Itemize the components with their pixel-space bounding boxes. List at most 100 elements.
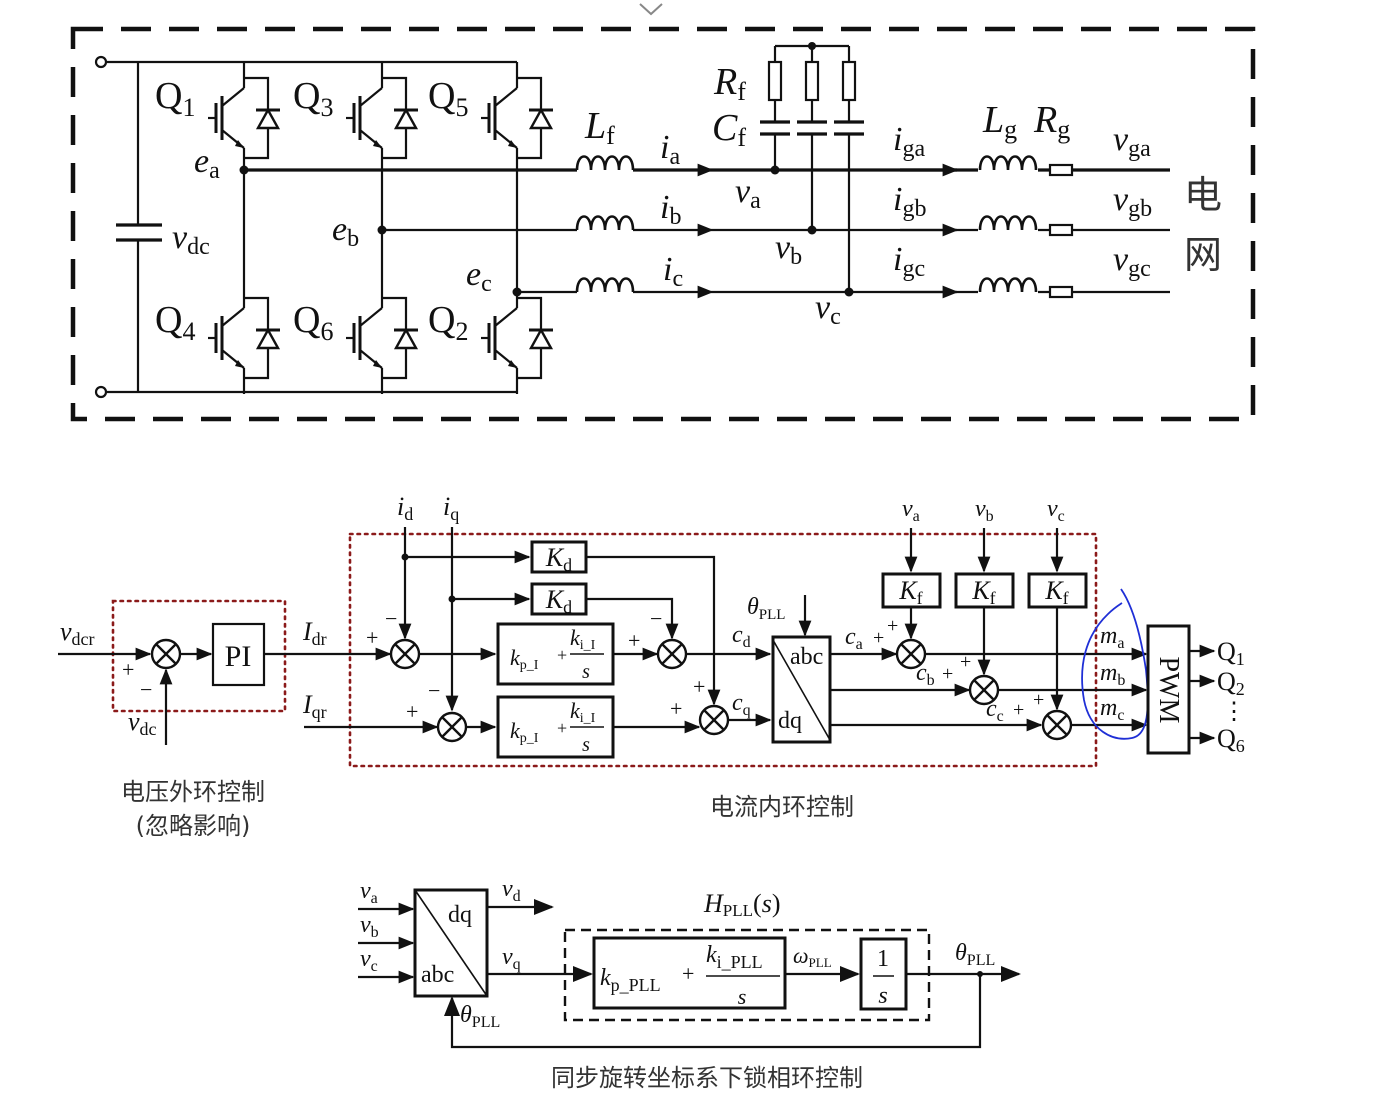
grid-label-1: 电 bbox=[1184, 173, 1222, 217]
leg-c bbox=[479, 60, 555, 396]
pwm-output-ellipsis: ⋮ bbox=[1222, 699, 1246, 725]
inductor-lf-a bbox=[575, 155, 635, 172]
iqr-label: Iqr bbox=[302, 690, 327, 722]
ea-label: ea bbox=[194, 143, 220, 184]
eb-label: eb bbox=[332, 211, 359, 252]
svg-text:kp_I: kp_I bbox=[510, 645, 539, 673]
ca-label: ca bbox=[845, 624, 863, 653]
rc-branch-b bbox=[797, 46, 827, 235]
svg-text:+: + bbox=[1033, 689, 1044, 711]
rf-label: Rf bbox=[713, 61, 746, 106]
pll-pi-controller-block bbox=[592, 936, 787, 1010]
theta-pll-feedback-label: θPLL bbox=[460, 1002, 500, 1031]
svg-text:Kd: Kd bbox=[545, 585, 572, 617]
pll-vc-label: vc bbox=[360, 946, 378, 975]
lf-label: Lf bbox=[584, 105, 615, 150]
svg-text:+: + bbox=[557, 645, 567, 665]
svg-text:dq: dq bbox=[778, 708, 802, 734]
q4-label: Q4 bbox=[155, 299, 195, 346]
svg-text:kp_PLL: kp_PLL bbox=[600, 965, 661, 995]
svg-text:PI: PI bbox=[225, 640, 252, 673]
switch-q5 bbox=[479, 60, 555, 176]
vb-label: vb bbox=[775, 229, 802, 270]
rc-branch-c bbox=[834, 46, 864, 297]
handdrawn-annotation-circle bbox=[1081, 588, 1149, 740]
svg-text:abc: abc bbox=[421, 962, 454, 988]
pll-loop: va vb vc dq abc vd vq HPLL(s) kp_PLL + k… bbox=[358, 876, 1021, 1092]
switch-q2 bbox=[479, 280, 555, 396]
voltage-loop-boundary bbox=[111, 599, 287, 713]
svg-text:+: + bbox=[960, 651, 971, 673]
mb-summing-junction bbox=[968, 674, 1000, 706]
svg-text:Kf: Kf bbox=[898, 576, 922, 608]
cq-summing-junction bbox=[698, 704, 730, 736]
cq-label: cq bbox=[732, 690, 751, 719]
kd-block-1 bbox=[530, 540, 588, 574]
cc-label: cc bbox=[986, 696, 1004, 725]
inverter-boundary bbox=[70, 26, 1256, 422]
voltage-loop-note: (忽略影响) bbox=[136, 812, 251, 840]
svg-text:+: + bbox=[406, 699, 418, 724]
va-label: va bbox=[735, 173, 761, 214]
vgb-label: vgb bbox=[1113, 181, 1152, 222]
q1-label: Q1 bbox=[155, 75, 195, 122]
q5-label: Q5 bbox=[428, 75, 468, 122]
resistor-rg-b bbox=[1048, 223, 1074, 237]
igc-label: igc bbox=[893, 241, 925, 282]
mc-summing-junction bbox=[1041, 709, 1073, 741]
svg-text:1: 1 bbox=[877, 946, 889, 972]
svg-text:Kf: Kf bbox=[971, 576, 995, 608]
svg-text:+: + bbox=[942, 663, 953, 685]
hpll-label: HPLL(s) bbox=[703, 889, 780, 920]
vc-label: vc bbox=[815, 289, 841, 330]
ic-label: ic bbox=[663, 251, 683, 292]
iq-summing-junction bbox=[436, 711, 468, 743]
svg-text:ki_PLL: ki_PLL bbox=[706, 942, 763, 972]
svg-text:−: − bbox=[140, 677, 152, 702]
current-inner-loop: Idr + − id iq Kd Kd kp_I + ki_I s Iqr bbox=[264, 492, 1148, 821]
svg-text:+: + bbox=[122, 657, 134, 682]
ma-label: ma bbox=[1100, 623, 1124, 652]
vc-ff-label: vc bbox=[1047, 496, 1065, 525]
omega-pll-label: ωPLL bbox=[793, 943, 832, 970]
svg-text:Kd: Kd bbox=[545, 543, 572, 575]
kd-block-2 bbox=[530, 582, 588, 616]
id-summing-junction bbox=[389, 638, 421, 670]
cf-label: Cf bbox=[712, 107, 746, 152]
iq-label: iq bbox=[443, 492, 459, 524]
inductor-lf-c bbox=[575, 277, 635, 294]
theta-pll-input-label: θPLL bbox=[747, 594, 785, 623]
vdc-feedback-label: vdc bbox=[128, 707, 157, 739]
vb-ff-label: vb bbox=[975, 496, 994, 525]
svg-text:−: − bbox=[650, 606, 662, 631]
leg-a bbox=[206, 60, 282, 396]
svg-text:ki_I: ki_I bbox=[570, 698, 596, 726]
q2-label: Q2 bbox=[428, 299, 468, 346]
svg-text:+: + bbox=[628, 628, 640, 653]
chevron-down-icon[interactable] bbox=[639, 3, 663, 16]
svg-text:+: + bbox=[887, 615, 898, 637]
pll-vd-label: vd bbox=[502, 876, 521, 905]
svg-text:ki_I: ki_I bbox=[570, 625, 596, 653]
q3-label: Q3 bbox=[293, 75, 333, 122]
svg-text:abc: abc bbox=[790, 644, 823, 670]
svg-text:PWM: PWM bbox=[1153, 657, 1184, 724]
pwm-block: PWM Q1 Q2 ⋮ Q6 bbox=[1146, 624, 1246, 756]
iga-label: iga bbox=[893, 121, 925, 162]
vga-label: vga bbox=[1113, 121, 1151, 162]
voltage-outer-loop: vdcr + − vdc PI 电压外环控制 (忽略影响) bbox=[58, 599, 287, 840]
svg-text:+: + bbox=[693, 674, 705, 699]
ec-label: ec bbox=[466, 256, 492, 297]
pll-vb-label: vb bbox=[360, 912, 379, 941]
ia-label: ia bbox=[660, 129, 680, 170]
pwm-output-q2: Q2 bbox=[1217, 667, 1245, 699]
mc-label: mc bbox=[1100, 695, 1124, 724]
resistor-rg-a bbox=[1048, 163, 1074, 177]
pll-caption: 同步旋转坐标系下锁相环控制 bbox=[551, 1064, 863, 1092]
pwm-modulator-block bbox=[1146, 624, 1191, 755]
integrator-block bbox=[859, 937, 908, 1011]
switch-q3 bbox=[344, 60, 420, 176]
rc-branch-a bbox=[760, 46, 790, 175]
cd-summing-junction bbox=[656, 638, 688, 670]
